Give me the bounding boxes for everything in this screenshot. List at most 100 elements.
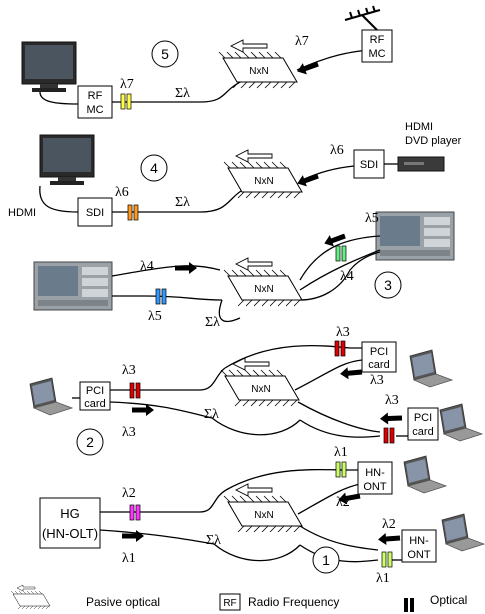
optical-filter-lambda3 bbox=[129, 382, 135, 399]
pci-card-box-right-top bbox=[361, 341, 397, 373]
lambda-label: λ7 bbox=[295, 34, 309, 49]
scenario-number: 4 bbox=[150, 160, 158, 176]
optical-filter-lambda1 bbox=[335, 461, 341, 478]
lambda-label: λ3 bbox=[122, 425, 136, 440]
direction-arrow bbox=[377, 532, 401, 546]
svg-text:NxN: NxN bbox=[251, 384, 270, 395]
rf-mc-left-line2: MC bbox=[86, 104, 103, 116]
optical-filter-lambda3 bbox=[383, 427, 389, 444]
lambda-label: λ1 bbox=[122, 551, 136, 566]
optical-filter-lambda5 bbox=[155, 288, 161, 305]
svg-text:card: card bbox=[412, 426, 433, 438]
optical-filter-lambda1 bbox=[381, 551, 387, 568]
lambda-label: λ7 bbox=[120, 77, 134, 92]
scenario-number: 3 bbox=[384, 277, 392, 293]
laptop-icon bbox=[29, 377, 73, 416]
svg-text:HN-: HN- bbox=[365, 467, 385, 479]
optical-filter-lambda3 bbox=[334, 340, 340, 357]
legend-optical-text: Optical bbox=[430, 593, 467, 607]
test-instrument-icon bbox=[33, 261, 113, 311]
test-instrument-icon bbox=[375, 211, 455, 261]
svg-text:RF: RF bbox=[223, 598, 236, 609]
lambda-label: λ3 bbox=[370, 373, 384, 388]
optical-filter-lambda6 bbox=[127, 204, 133, 221]
hdmi-dvd-label: DVD player bbox=[405, 135, 462, 147]
lambda-label: λ2 bbox=[122, 486, 136, 501]
svg-text:card: card bbox=[84, 398, 105, 410]
nxn-coupler: NxN bbox=[223, 483, 303, 533]
svg-text:SDI: SDI bbox=[86, 207, 104, 219]
optical-filter-lambda2 bbox=[129, 504, 135, 521]
pci-card-box-right-bottom bbox=[407, 407, 439, 441]
svg-text:SDI: SDI bbox=[360, 159, 378, 171]
svg-text:PCI: PCI bbox=[414, 412, 432, 424]
sum-lambda-label: Σλ bbox=[204, 407, 219, 422]
pci-card-box-left bbox=[79, 381, 111, 411]
lambda-label: λ1 bbox=[376, 571, 390, 586]
lambda-label: λ3 bbox=[122, 363, 136, 378]
direction-arrow bbox=[175, 262, 197, 274]
dvd-player-icon bbox=[397, 156, 445, 172]
scenario-5: RF MC λ7 Σλ NxN λ7 RF MC 5 bbox=[21, 5, 393, 119]
scenario-4: HDMI SDI λ6 Σλ NxN λ6 SDI HDMI DVD playe… bbox=[8, 121, 462, 227]
svg-text:PCI: PCI bbox=[370, 346, 388, 358]
nxn-coupler: NxN bbox=[220, 357, 300, 407]
laptop-icon bbox=[439, 403, 483, 442]
legend-rf-text: Radio Frequency bbox=[248, 595, 339, 609]
svg-text:(HN-OLT): (HN-OLT) bbox=[42, 526, 98, 541]
svg-text:HN-: HN- bbox=[409, 535, 429, 547]
lambda-label: λ4 bbox=[140, 259, 154, 274]
scenario-number: 2 bbox=[86, 434, 94, 450]
lambda-label: λ3 bbox=[385, 393, 399, 408]
tv-icon bbox=[39, 134, 95, 186]
nxn-coupler: NxN bbox=[218, 39, 298, 89]
rf-mc-box-right bbox=[361, 29, 393, 63]
svg-text:NxN: NxN bbox=[254, 176, 273, 187]
scenario-number: 5 bbox=[161, 46, 169, 62]
svg-text:card: card bbox=[368, 359, 389, 371]
svg-text:MC: MC bbox=[368, 48, 385, 60]
legend-rf-box bbox=[219, 593, 241, 611]
lambda-label: λ5 bbox=[365, 211, 379, 226]
laptop-icon bbox=[441, 513, 485, 552]
tv-icon bbox=[21, 41, 77, 93]
lambda-label: λ4 bbox=[340, 269, 354, 284]
scenario-2: PCI card λ3 λ3 Σλ NxN PCI card PCI card … bbox=[29, 325, 483, 456]
svg-text:PCI: PCI bbox=[86, 385, 104, 397]
legend-coupler-text: Pasive optical bbox=[86, 595, 160, 609]
sdi-box-right bbox=[353, 149, 385, 179]
lambda-label: λ1 bbox=[334, 445, 348, 460]
svg-text:NxN: NxN bbox=[249, 66, 268, 77]
optical-filter-lambda7 bbox=[120, 93, 126, 110]
svg-text:ONT: ONT bbox=[407, 549, 431, 561]
lambda-label: λ2 bbox=[382, 517, 396, 532]
legend: Pasive optical RF Radio Frequency Optica… bbox=[10, 584, 467, 612]
sum-lambda-label: Σλ bbox=[175, 86, 190, 101]
direction-arrow bbox=[379, 412, 403, 425]
laptop-icon bbox=[409, 349, 453, 388]
coupler-legend-icon bbox=[10, 584, 51, 610]
nxn-coupler: NxN bbox=[223, 257, 303, 307]
hdmi-label: HDMI bbox=[8, 207, 36, 219]
svg-text:ONT: ONT bbox=[363, 481, 387, 493]
lambda-label: λ2 bbox=[336, 495, 350, 510]
optical-filter-legend-icon bbox=[404, 598, 408, 612]
scenario-3: λ4 λ5 Σλ NxN λ5 λ4 3 bbox=[33, 211, 455, 330]
lambda-label: λ6 bbox=[115, 185, 129, 200]
rf-mc-box-left bbox=[77, 85, 113, 119]
lambda-label: λ6 bbox=[330, 143, 344, 158]
scenario-1: HG (HN-OLT) λ2 λ1 Σλ NxN HN- ONT HN- ONT… bbox=[39, 445, 485, 586]
hdmi-dvd-label: HDMI bbox=[405, 121, 433, 133]
nxn-coupler: NxN bbox=[223, 149, 303, 199]
hn-ont-box-top bbox=[357, 461, 393, 495]
direction-arrow bbox=[295, 58, 321, 78]
svg-text:RF: RF bbox=[370, 34, 385, 46]
direction-arrow bbox=[339, 366, 363, 380]
lambda-label: λ3 bbox=[336, 325, 350, 340]
svg-text:NxN: NxN bbox=[254, 510, 273, 521]
svg-text:HG: HG bbox=[60, 506, 80, 521]
optical-filter-lambda4 bbox=[335, 245, 341, 262]
sum-lambda-label: Σλ bbox=[205, 315, 220, 330]
scenario-number: 1 bbox=[322, 552, 330, 568]
